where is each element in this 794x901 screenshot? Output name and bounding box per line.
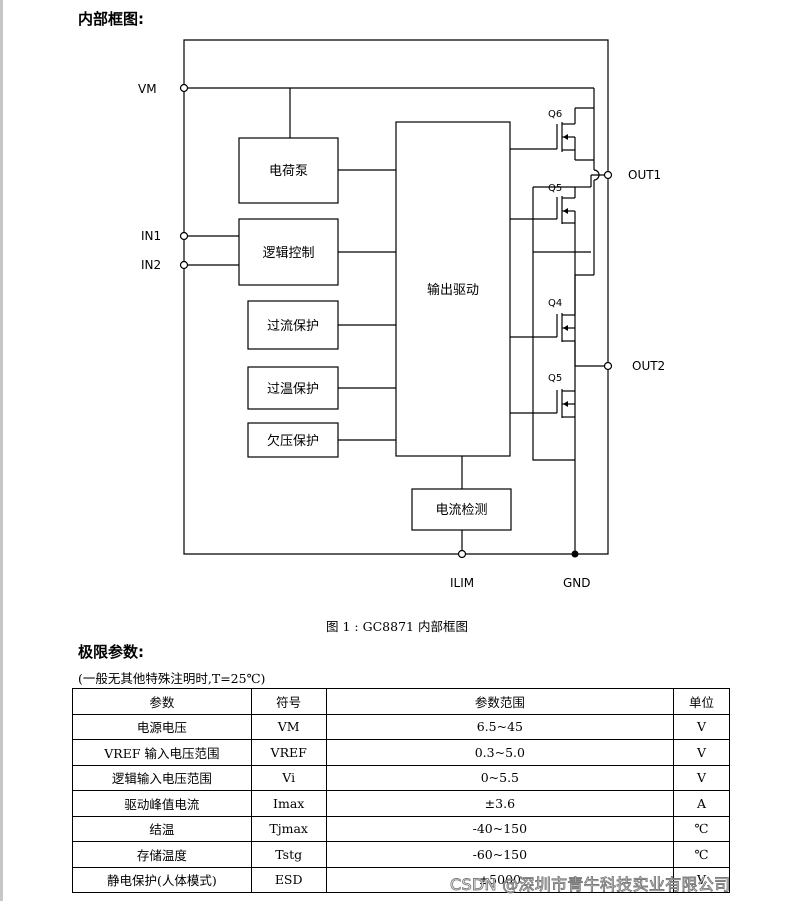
pin-out1-label: OUT1 — [628, 168, 661, 182]
cell-symbol: ESD — [250, 866, 327, 893]
pin-out2-marker — [603, 361, 613, 371]
charge-pump-label: 电荷泵 — [269, 164, 308, 179]
pin-out1-marker — [603, 170, 613, 180]
cell-symbol: Imax — [250, 790, 327, 817]
cell-range: ±5000 — [325, 866, 675, 893]
table-row: 逻辑输入电压范围 Vi 0~5.5 V — [72, 764, 730, 791]
transistor-q5-upper-label: Q5 — [548, 183, 562, 194]
cell-symbol: VREF — [250, 739, 327, 766]
cell-unit: ℃ — [673, 815, 730, 842]
cell-symbol: Vi — [250, 764, 327, 791]
table-header-row: 参数 符号 参数范围 单位 — [72, 688, 730, 715]
cell-symbol: Tstg — [250, 841, 327, 868]
output-driver-label: 输出驱动 — [427, 282, 479, 298]
page-edge — [0, 0, 3, 901]
header-unit: 单位 — [673, 688, 730, 715]
cell-unit: V — [673, 713, 730, 740]
cell-parameter: 逻辑输入电压范围 — [72, 764, 252, 791]
overcurrent-protection-label: 过流保护 — [267, 319, 319, 334]
section-title-limits: 极限参数: — [78, 643, 144, 661]
cell-unit: ℃ — [673, 841, 730, 868]
header-range: 参数范围 — [325, 688, 675, 715]
table-row: 存储温度 Tstg -60~150 ℃ — [72, 841, 730, 868]
pin-vm-label: VM — [138, 82, 157, 96]
pin-out2-label: OUT2 — [632, 359, 665, 373]
cell-symbol: VM — [250, 713, 327, 740]
cell-parameter: 结温 — [72, 815, 252, 842]
cell-symbol: Tjmax — [250, 815, 327, 842]
transistor-q6-label: Q6 — [548, 109, 562, 120]
conditions-note: (一般无其他特殊注明时,T=25℃) — [78, 671, 266, 686]
block-diagram: VM IN1 IN2 OUT1 OUT2 ILIM GND Q6 Q5 Q4 Q… — [138, 39, 665, 590]
figure-caption: 图 1 : GC8871 内部框图 — [326, 619, 468, 634]
watermark: CSDN @深圳市青牛科技实业有限公司 — [450, 875, 731, 895]
undervoltage-protection-label: 欠压保护 — [267, 433, 319, 449]
table-row: VREF 输入电压范围 VREF 0.3~5.0 V — [72, 739, 730, 766]
cell-unit: V — [673, 764, 730, 791]
overtemp-protection-label: 过温保护 — [267, 382, 319, 397]
pin-in2-label: IN2 — [141, 258, 161, 272]
cell-range: ±3.6 — [325, 790, 675, 817]
pin-ilim-label: ILIM — [450, 576, 474, 590]
cell-unit: V — [673, 739, 730, 766]
table-row: 驱动峰值电流 Imax ±3.6 A — [72, 790, 730, 817]
cell-parameter: 存储温度 — [72, 841, 252, 868]
current-sense-label: 电流检测 — [435, 503, 487, 518]
cell-parameter: VREF 输入电压范围 — [72, 739, 252, 766]
cell-parameter: 驱动峰值电流 — [72, 790, 252, 817]
pin-ilim-marker — [457, 549, 467, 559]
limits-table: 参数 符号 参数范围 单位 电源电压 VM 6.5~45 V VREF 输入电压… — [72, 688, 730, 893]
pin-in1-marker — [179, 231, 189, 241]
cell-range: 0~5.5 — [325, 764, 675, 791]
cell-unit: V — [673, 866, 730, 893]
transistor-q4-label: Q4 — [548, 298, 562, 309]
pin-in1-label: IN1 — [141, 229, 161, 243]
transistor-q5-lower-label: Q5 — [548, 373, 562, 384]
logic-control-label: 逻辑控制 — [262, 246, 314, 261]
cell-unit: A — [673, 790, 730, 817]
table-row: 结温 Tjmax -40~150 ℃ — [72, 815, 730, 842]
table-row: 电源电压 VM 6.5~45 V — [72, 713, 730, 740]
header-parameter: 参数 — [72, 688, 252, 715]
table-row: 静电保护(人体模式) ESD ±5000 V — [72, 866, 730, 893]
cell-range: 6.5~45 — [325, 713, 675, 740]
cell-range: 0.3~5.0 — [325, 739, 675, 766]
cell-parameter: 电源电压 — [72, 713, 252, 740]
section-title-block-diagram: 内部框图: — [78, 10, 144, 28]
cell-parameter: 静电保护(人体模式) — [72, 866, 252, 893]
pin-in2-marker — [179, 260, 189, 270]
header-symbol: 符号 — [250, 688, 327, 715]
pin-gnd-label: GND — [563, 576, 591, 590]
pin-vm-marker — [179, 83, 189, 93]
cell-range: -60~150 — [325, 841, 675, 868]
cell-range: -40~150 — [325, 815, 675, 842]
